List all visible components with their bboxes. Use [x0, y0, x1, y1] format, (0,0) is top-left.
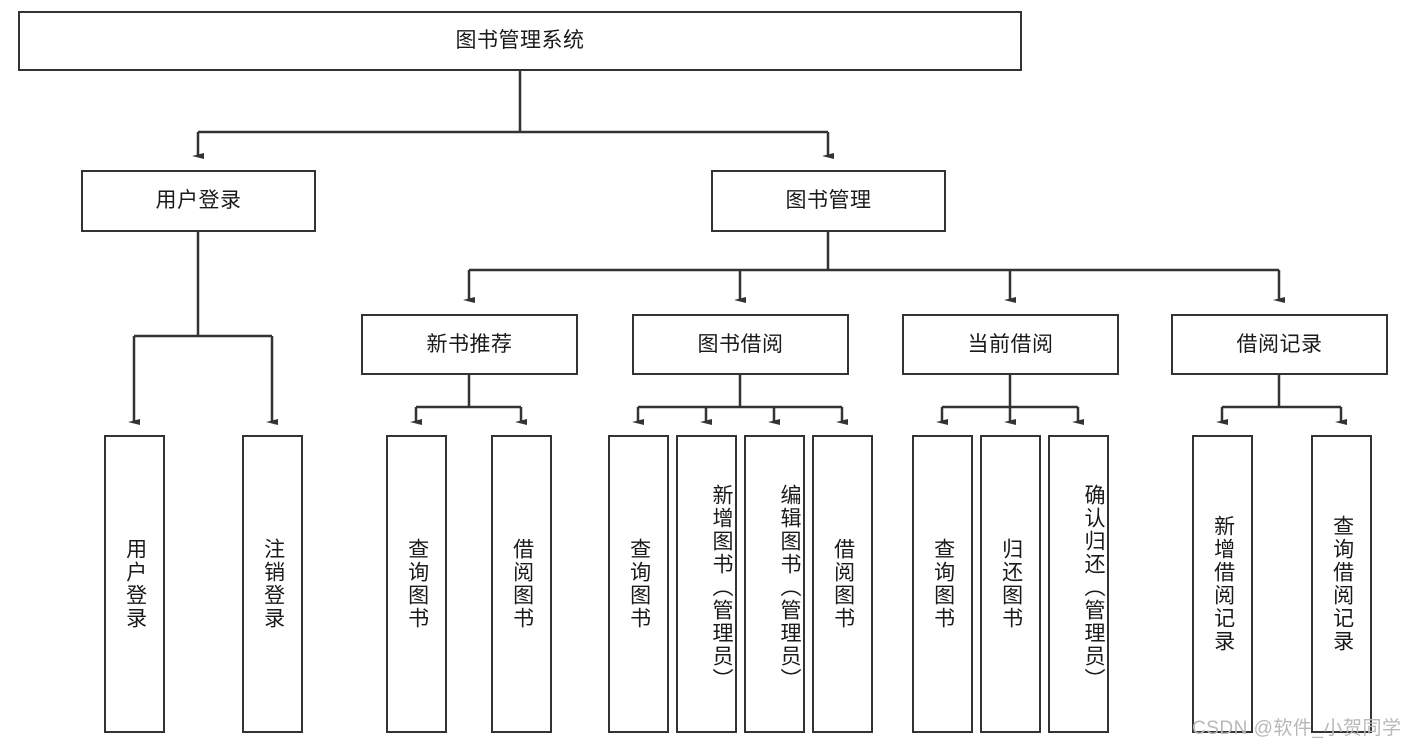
leaf-user-login[interactable]: 用户登录	[104, 435, 165, 733]
leaf-query-book-recommend[interactable]: 查询图书	[386, 435, 447, 733]
leaf-add-borrow-record[interactable]: 新增借阅记录	[1192, 435, 1253, 733]
csdn-watermark: CSDN @软件_小贺同学	[1192, 718, 1402, 739]
node-borrow-record[interactable]: 借阅记录	[1171, 314, 1388, 375]
leaf-borrow-book[interactable]: 借阅图书	[812, 435, 873, 733]
leaf-add-book-admin[interactable]: 新增图书（管理员）	[676, 435, 737, 733]
leaf-query-borrow-record[interactable]: 查询借阅记录	[1311, 435, 1372, 733]
leaf-query-book-borrow[interactable]: 查询图书	[608, 435, 669, 733]
node-new-book-recommend[interactable]: 新书推荐	[361, 314, 578, 375]
node-book-management[interactable]: 图书管理	[711, 170, 946, 232]
node-user-login[interactable]: 用户登录	[81, 170, 316, 232]
leaf-edit-book-admin[interactable]: 编辑图书（管理员）	[744, 435, 805, 733]
leaf-confirm-return-admin[interactable]: 确认归还（管理员）	[1048, 435, 1109, 733]
leaf-query-book-current[interactable]: 查询图书	[912, 435, 973, 733]
leaf-borrow-book-recommend[interactable]: 借阅图书	[491, 435, 552, 733]
leaf-user-logout[interactable]: 注销登录	[242, 435, 303, 733]
node-root-system[interactable]: 图书管理系统	[18, 11, 1022, 71]
node-current-borrow[interactable]: 当前借阅	[902, 314, 1119, 375]
leaf-return-book[interactable]: 归还图书	[980, 435, 1041, 733]
node-book-borrow[interactable]: 图书借阅	[632, 314, 849, 375]
